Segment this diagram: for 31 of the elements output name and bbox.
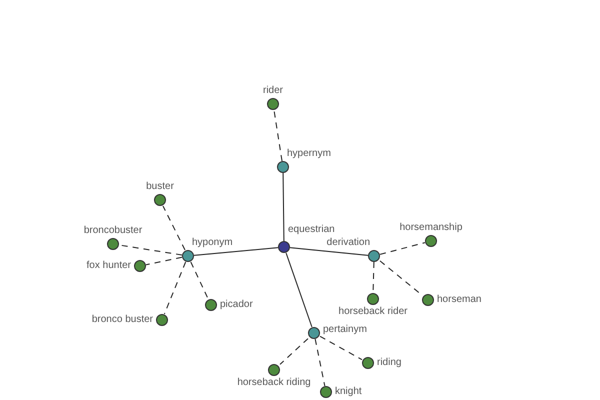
dashed-connector — [320, 336, 362, 360]
node-label: horseman — [437, 295, 482, 305]
node-label: horseback rider — [338, 307, 408, 317]
dashed-connector — [314, 338, 326, 386]
dashed-connector — [274, 110, 282, 162]
node-label: rider — [263, 86, 283, 96]
node-label: derivation — [326, 238, 370, 248]
connector-line — [194, 247, 278, 256]
node-label: horsemanship — [400, 223, 462, 233]
dashed-connector — [380, 242, 426, 255]
node-label: hypernym — [287, 149, 331, 159]
node-label: buster — [146, 182, 174, 192]
node-label: picador — [220, 300, 253, 310]
connector-line — [286, 252, 312, 328]
dashed-connector — [162, 206, 186, 250]
dashed-connector — [146, 256, 182, 266]
node-label: fox hunter — [86, 261, 131, 271]
dashed-connector — [190, 262, 209, 300]
node-label: hyponym — [192, 238, 233, 248]
node-label: pertainym — [323, 325, 367, 335]
dashed-connector — [164, 262, 186, 314]
node-label: bronco buster — [92, 315, 153, 325]
node-label: horseback riding — [237, 378, 311, 388]
node-label: broncobuster — [84, 226, 142, 236]
node-label: knight — [335, 387, 362, 397]
connector-line — [290, 247, 368, 256]
dashed-connector — [280, 338, 308, 365]
node-label: equestrian — [288, 225, 335, 235]
node-label: riding — [377, 358, 402, 368]
dashed-connector — [118, 244, 182, 256]
connector-line — [282, 172, 284, 242]
